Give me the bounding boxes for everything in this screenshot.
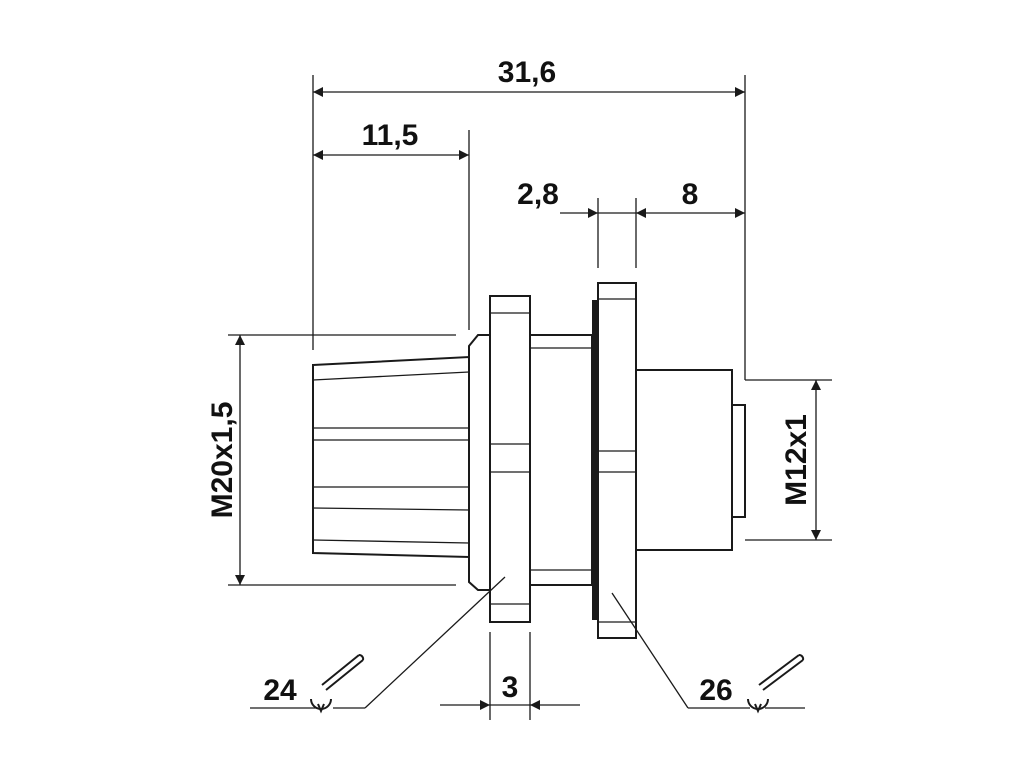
dim-label-nut-width: 3 — [502, 671, 519, 704]
front-face — [731, 404, 746, 518]
connector-body — [312, 282, 746, 639]
callout-label-wrench-26: 26 — [699, 674, 732, 707]
dim-label-front-length: 8 — [682, 178, 699, 211]
gasket — [592, 300, 598, 620]
callout-label-wrench-24: 24 — [263, 674, 297, 707]
wrench-icon — [310, 654, 365, 714]
front-flange — [597, 282, 637, 639]
front-threaded-section — [635, 369, 733, 551]
callout-left: 24 — [250, 576, 506, 714]
dim-label-flange-gap: 2,8 — [517, 178, 559, 211]
callout-right: 26 — [611, 592, 805, 714]
dimension-labels: 31,6 11,5 2,8 8 3 M20x1,5 M12x1 — [206, 56, 813, 704]
dim-label-thread-length: 11,5 — [362, 119, 419, 152]
dim-label-front-thread: M12x1 — [780, 414, 813, 506]
dim-label-rear-thread: M20x1,5 — [206, 402, 239, 519]
dimension-lines — [235, 87, 821, 710]
collar — [468, 334, 491, 591]
dim-label-overall: 31,6 — [498, 56, 556, 89]
extension-lines — [228, 75, 832, 720]
central-housing — [529, 334, 593, 586]
hex-nut — [489, 295, 531, 623]
wrench-icon — [747, 654, 805, 714]
rear-threaded-section — [312, 355, 470, 559]
